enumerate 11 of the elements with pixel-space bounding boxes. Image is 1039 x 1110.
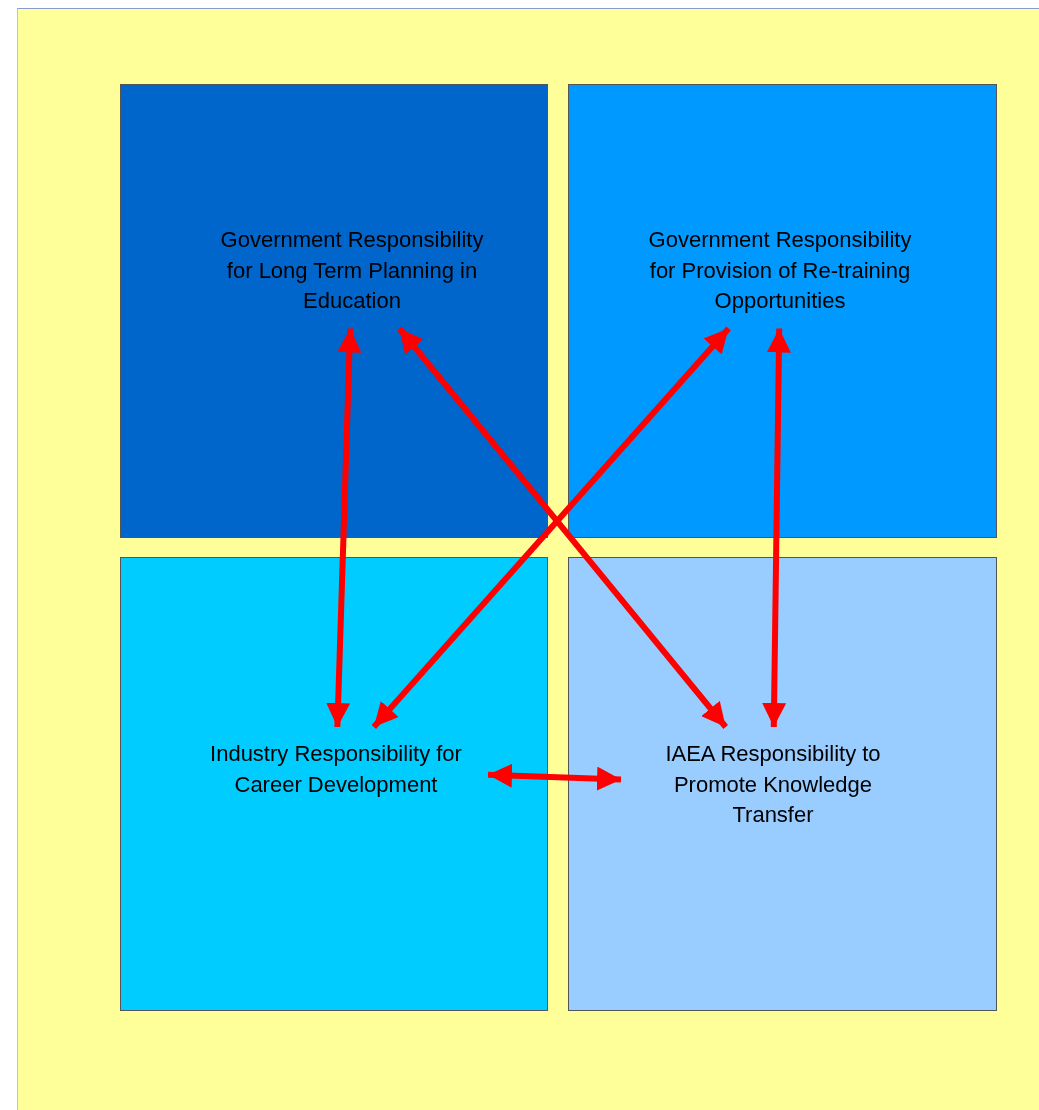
quadrant-box: [120, 557, 548, 1011]
double-arrow: [326, 328, 362, 728]
box-label: Government Responsibility for Long Term Planning in Education: [219, 226, 485, 315]
box-label: IAEA Responsibility to Promote Knowledge Transfer: [664, 740, 882, 829]
box-label: Government Responsibility for Provision of Re-training Opportunities: [647, 226, 913, 315]
quadrant-box: [568, 84, 997, 538]
double-arrow: [762, 328, 791, 728]
quadrant-box: [120, 84, 548, 538]
box-label: Industry Responsibility for Career Development: [209, 740, 463, 799]
quadrant-box: [568, 557, 997, 1011]
double-arrow: [487, 763, 622, 791]
